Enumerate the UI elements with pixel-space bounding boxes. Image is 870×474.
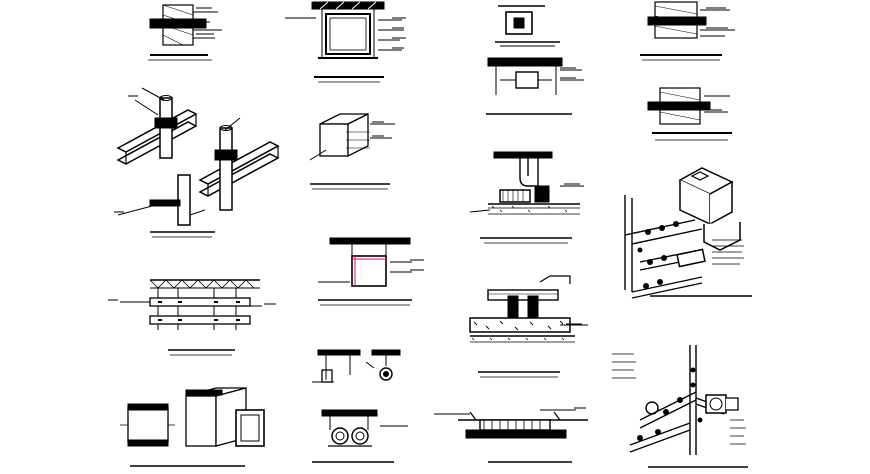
hanger-detail [318,237,412,306]
pipe-hanger-small-details [312,349,401,383]
pipe-support-isometric [116,87,280,238]
rectangular-duct-section-top [285,1,404,83]
annotation-strokes [108,7,728,427]
truss-duct-elevation [120,279,262,356]
duct-riser-isometric [624,167,752,299]
pump-piping-isometric [612,345,748,468]
floor-drain-section [469,275,588,378]
floor-trench-section [442,409,588,463]
equipment-on-slab-section [469,151,584,244]
duct-box-isometric [309,112,395,190]
twin-pipe-section [312,409,398,463]
wall-penetration-section [148,4,222,61]
small-duct-section-top [486,5,584,115]
pipe-wall-section-top-right [640,1,735,61]
flexible-duct-connection [120,387,265,467]
pipe-wall-section-mid-right [647,87,732,141]
